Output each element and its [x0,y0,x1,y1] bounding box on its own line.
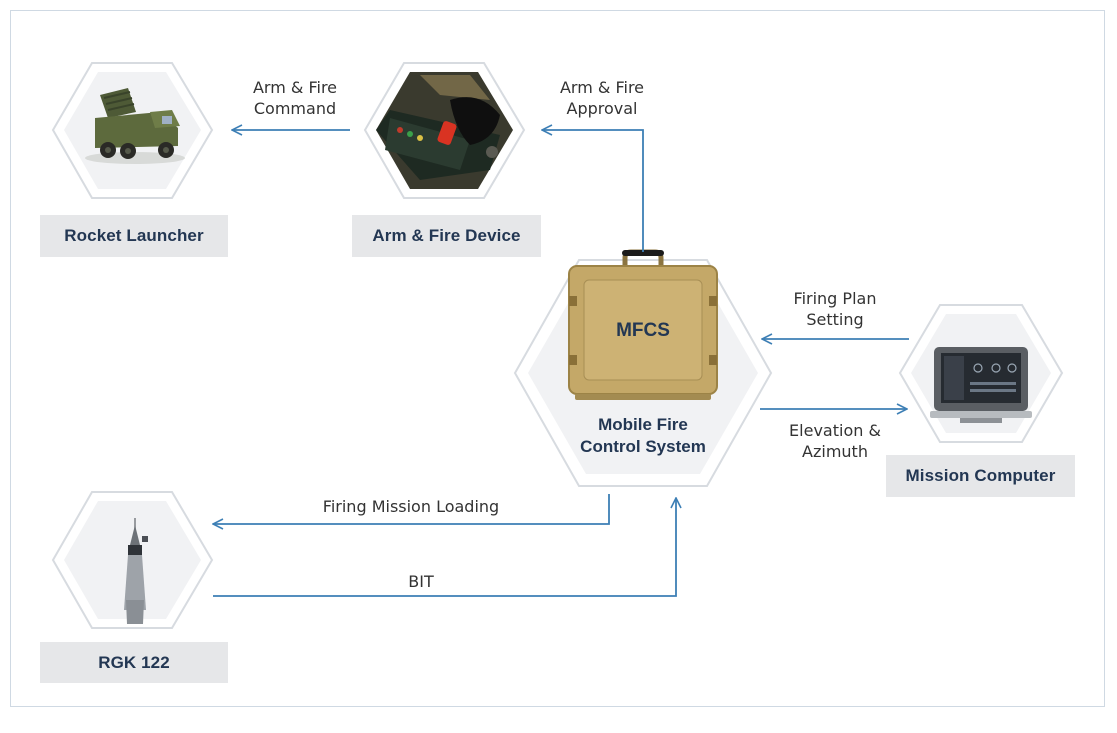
edge-label-line: Arm & Fire [559,78,645,97]
rocket-launcher-truck-icon [85,88,185,164]
edge-label-firing-mission-loading: Firing Mission Loading [322,497,500,516]
edge-label-line: Arm & Fire [252,78,338,97]
edge-label-arm-fire-command: Arm & Fire Command [235,77,355,119]
edge-label-elevation-azimuth: Elevation & Azimuth [775,420,895,462]
edge-label-bit: BIT [408,572,434,591]
edge-label-line: Command [253,99,337,118]
edge-label-line: Approval [566,99,638,118]
arm-fire-device-label: Arm & Fire Device [352,215,541,257]
edge-label-line: Firing Plan [793,289,877,308]
rgk122-label: RGK 122 [40,642,228,683]
edge-label-firing-plan-setting: Firing Plan Setting [775,288,895,330]
mission-computer-label: Mission Computer [886,455,1075,497]
arrow-arm-fire-approval [542,130,644,252]
rgk-fuze-icon [124,518,148,624]
diagram-frame [10,10,1105,707]
edge-label-line: Azimuth [802,442,868,461]
arm-fire-device-icon [376,75,500,180]
mfcs-label: Mobile Fire Control System [553,414,733,458]
mfcs-label-line1: Mobile Fire [598,415,688,434]
arrow-firing-mission-loading [213,494,610,524]
rugged-tablet-icon [930,347,1032,423]
edge-label-arm-fire-approval: Arm & Fire Approval [542,77,662,119]
rocket-launcher-label: Rocket Launcher [40,215,228,257]
arrow-bit [213,498,676,597]
edge-label-line: Setting [806,310,864,329]
mfcs-label-line2: Control System [580,437,706,456]
mfcs-case-icon [568,249,718,400]
mfcs-case-text: MFCS [616,320,670,341]
edge-label-line: Elevation & [789,421,881,440]
